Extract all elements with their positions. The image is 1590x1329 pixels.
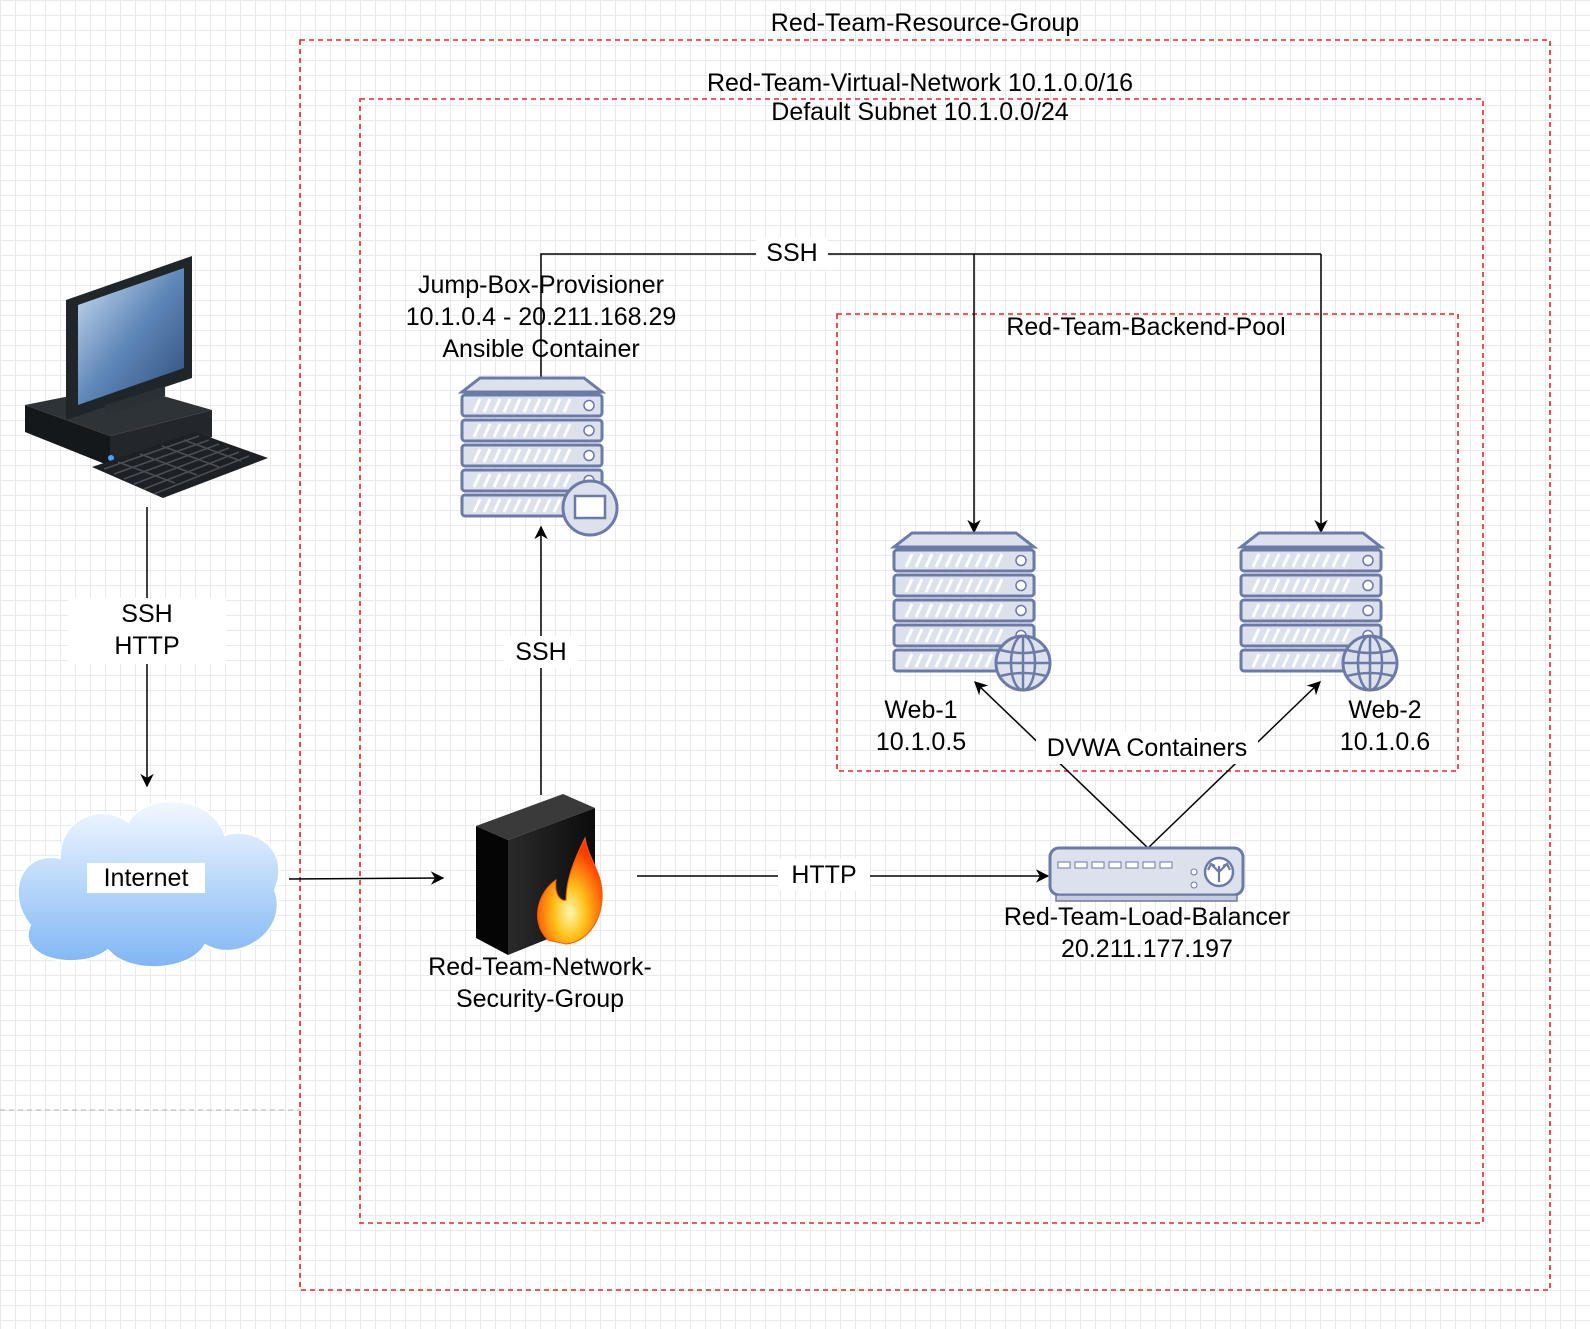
virtual-network-boundary <box>359 98 1484 1224</box>
load-balancer-label-line2: 20.211.177.197 <box>1061 935 1233 963</box>
jumpbox-label-line1: Jump-Box-Provisioner <box>418 271 664 299</box>
edge-lb-web1 <box>974 681 1149 849</box>
nsg-label-line2: Security-Group <box>455 985 625 1013</box>
backend-pool-title: Red-Team-Backend-Pool <box>1006 313 1286 341</box>
web2-label-line1: Web-2 <box>1348 696 1422 724</box>
web2-label-line2: 10.1.0.6 <box>1339 728 1431 756</box>
load-balancer-label-line1: Red-Team-Load-Balancer <box>1003 903 1291 931</box>
server-display-icon <box>460 376 619 537</box>
web-server-icon <box>892 531 1052 692</box>
edge-label-http: HTTP <box>114 632 180 660</box>
edge-label-nsg-jumpbox: SSH <box>504 636 578 668</box>
edge-label-ssh: SSH <box>121 600 173 628</box>
firewall-icon <box>476 794 603 955</box>
virtual-network-title: Red-Team-Virtual-Network 10.1.0.0/16 <box>706 69 1134 97</box>
nsg-label-line1: Red-Team-Network- <box>428 953 652 981</box>
web2-label: Web-2 10.1.0.6 <box>1325 694 1445 758</box>
load-balancer-icon <box>1048 846 1245 902</box>
internet-label: Internet <box>87 863 205 893</box>
desktop-computer-icon <box>25 256 268 498</box>
edge-label-workstation-internet: SSH HTTP <box>68 598 226 664</box>
web-server-icon <box>1239 531 1399 692</box>
edge-label-nsg-lb: HTTP <box>778 859 870 891</box>
edge-label-lb-web: DVWA Containers <box>1036 732 1258 764</box>
web1-label: Web-1 10.1.0.5 <box>861 694 981 758</box>
jumpbox-label: Jump-Box-Provisioner 10.1.0.4 - 20.211.1… <box>366 269 716 365</box>
jumpbox-label-line2: 10.1.0.4 - 20.211.168.29 <box>405 303 677 331</box>
edge-label-jumpbox-web: SSH <box>756 237 828 269</box>
edge-internet-nsg <box>288 871 445 885</box>
resource-group-boundary <box>299 39 1551 1291</box>
edge-jumpbox-ssh-bus <box>540 253 1321 377</box>
edge-lb-web2 <box>1147 681 1321 849</box>
nsg-label: Red-Team-Network- Security-Group <box>390 951 690 1015</box>
resource-group-title: Red-Team-Resource-Group <box>770 9 1080 37</box>
jumpbox-label-line3: Ansible Container <box>442 335 640 363</box>
subnet-title: Default Subnet 10.1.0.0/24 <box>771 98 1069 126</box>
web1-label-line1: Web-1 <box>884 696 958 724</box>
load-balancer-label: Red-Team-Load-Balancer 20.211.177.197 <box>970 901 1324 965</box>
backend-pool-boundary <box>836 313 1459 772</box>
web1-label-line2: 10.1.0.5 <box>875 728 967 756</box>
